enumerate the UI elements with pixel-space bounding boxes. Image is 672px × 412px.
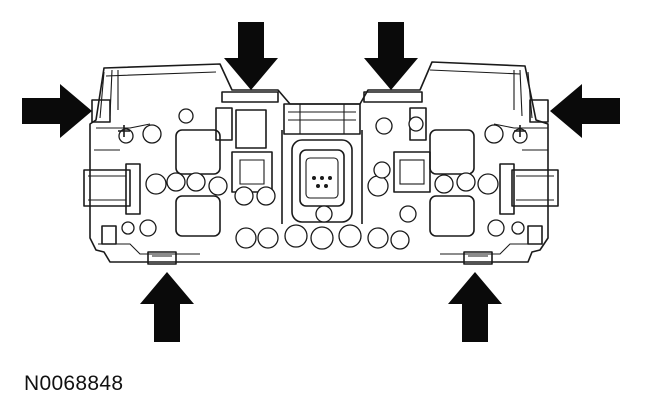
right-gauge-area (393, 107, 559, 237)
arrow-up-icon (140, 272, 194, 342)
arrow-down-icon (364, 22, 418, 90)
arrow-right-icon (22, 84, 92, 138)
center-connector-block (221, 91, 423, 224)
bulb-sockets (118, 108, 528, 250)
figure-reference-code: N0068848 (24, 372, 124, 395)
cluster-housing (89, 61, 549, 263)
screw-marks (118, 125, 526, 137)
mounting-tabs (91, 99, 549, 265)
left-gauge-area (83, 107, 273, 237)
arrow-up-icon (448, 272, 502, 342)
arrow-left-icon (550, 84, 620, 138)
arrow-down-icon (224, 22, 278, 90)
